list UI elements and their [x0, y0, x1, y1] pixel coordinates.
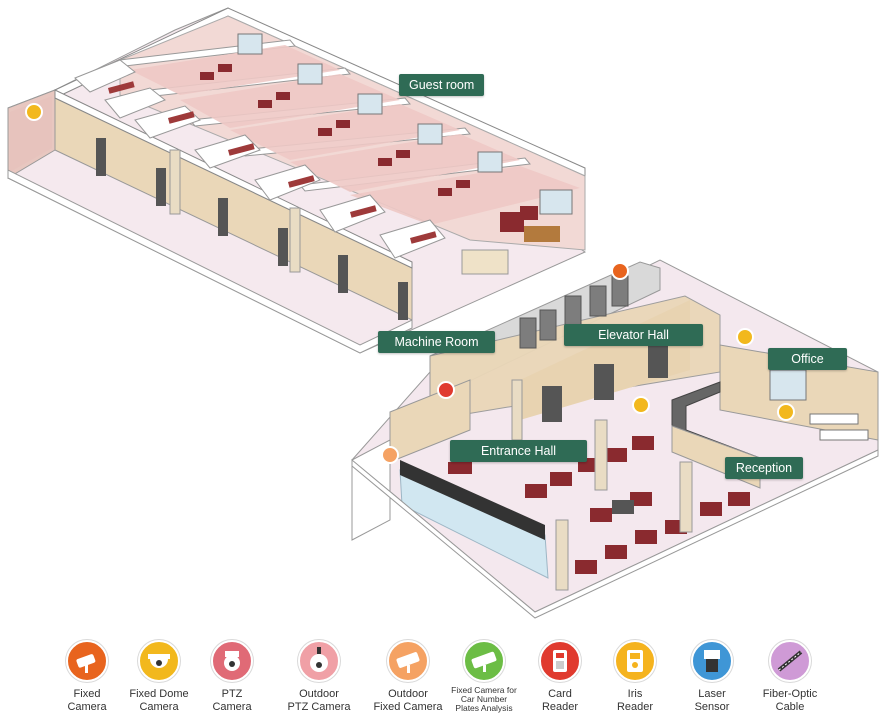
legend-item-fiber-optic-cable: Fiber-Optic Cable	[749, 640, 831, 714]
fixed-camera-icon	[66, 640, 108, 682]
room-label-elevator-hall: Elevator Hall	[564, 324, 703, 346]
ptz-camera-icon	[211, 640, 253, 682]
outdoor-fixed-camera-icon	[387, 640, 429, 682]
room-label-office: Office	[768, 348, 847, 370]
guest-wing	[7, 7, 587, 354]
legend-item-laser-sensor: Laser Sensor	[671, 640, 753, 714]
legend-label: Outdoor PTZ Camera	[287, 688, 351, 713]
fixed-dome-camera-icon	[138, 640, 180, 682]
device-legend: Fixed Camera Fixed Dome Camera PTZ Camer…	[0, 632, 879, 714]
legend-label: Card Reader	[541, 688, 579, 713]
room-label-reception: Reception	[725, 457, 803, 479]
fiber-optic-cable-icon	[769, 640, 811, 682]
laser-sensor-icon	[691, 640, 733, 682]
legend-label: Outdoor Fixed Camera	[373, 688, 443, 713]
legend-label: Fixed Camera for Car Number Plates Analy…	[451, 685, 517, 713]
legend-item-card-reader: Card Reader	[519, 640, 601, 714]
legend-item-iris-reader: Iris Reader	[594, 640, 676, 714]
legend-item-plate-camera: Fixed Camera for Car Number Plates Analy…	[443, 640, 525, 713]
room-label-entrance-hall: Entrance Hall	[450, 440, 587, 462]
outdoor-ptz-camera-icon	[298, 640, 340, 682]
room-label-guest-room: Guest room	[399, 74, 485, 96]
plate-camera-icon	[463, 640, 505, 682]
card-reader-icon	[539, 640, 581, 682]
legend-label: Fixed Camera	[67, 688, 107, 713]
legend-item-outdoor-ptz-camera: Outdoor PTZ Camera	[278, 640, 360, 714]
legend-label: Iris Reader	[616, 688, 654, 713]
legend-label: Fiber-Optic Cable	[762, 688, 818, 713]
legend-item-ptz-camera: PTZ Camera	[191, 640, 273, 714]
legend-label: PTZ Camera	[212, 688, 252, 713]
legend-item-fixed-camera: Fixed Camera	[46, 640, 128, 714]
room-label-machine-room: Machine Room	[378, 331, 495, 353]
legend-label: Fixed Dome Camera	[129, 688, 189, 713]
legend-item-outdoor-fixed-camera: Outdoor Fixed Camera	[367, 640, 449, 714]
legend-item-fixed-dome-camera: Fixed Dome Camera	[118, 640, 200, 714]
legend-label: Laser Sensor	[694, 688, 730, 713]
iris-reader-icon	[614, 640, 656, 682]
